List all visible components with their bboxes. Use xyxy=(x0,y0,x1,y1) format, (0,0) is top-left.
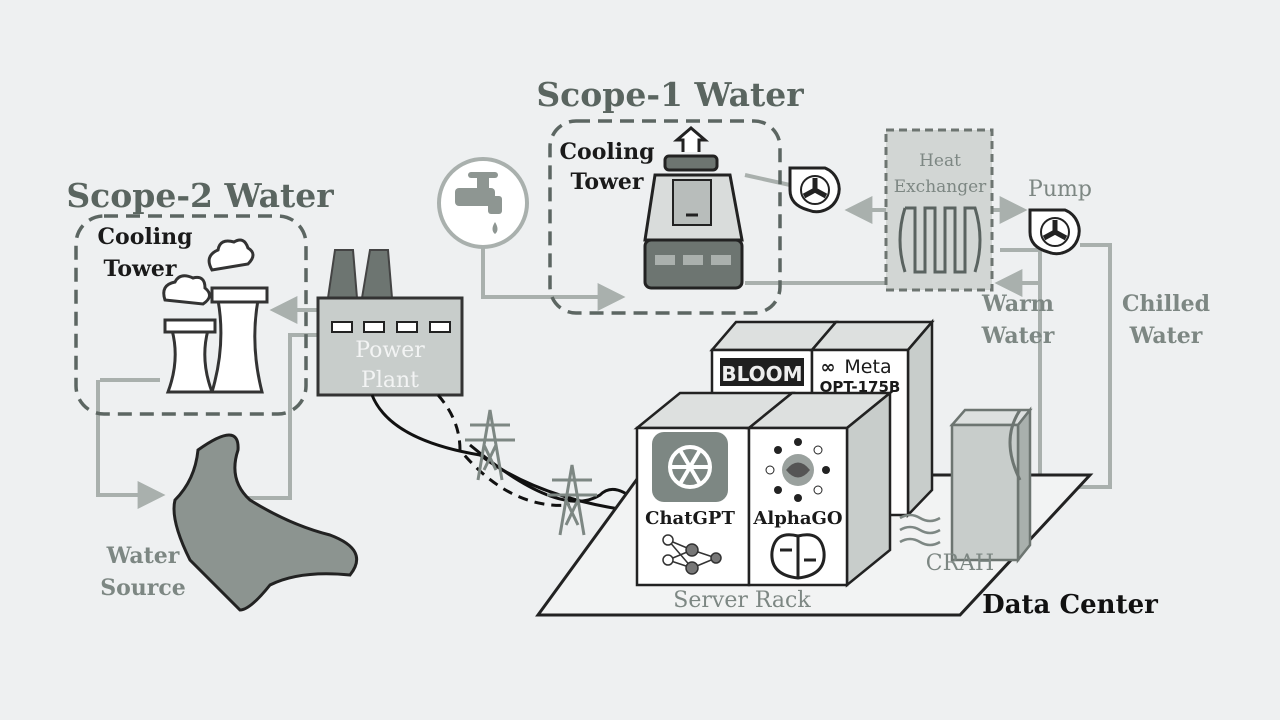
rack-alphago: AlphaGO xyxy=(745,390,894,588)
water-source-lake xyxy=(172,433,359,612)
chatgpt-label: ChatGPT xyxy=(645,508,735,529)
pump-label: Pump xyxy=(1028,177,1092,202)
server-rack-label: Server Rack xyxy=(673,588,811,613)
scope1-cooling-tower-icon xyxy=(643,126,744,290)
data-center-label: Data Center xyxy=(982,590,1158,620)
faucet-icon xyxy=(437,157,529,249)
heat-exchanger-label-1: Heat xyxy=(919,151,961,171)
brain-icon xyxy=(770,533,826,580)
scope1-tower-label-2: Tower xyxy=(570,169,643,195)
openai-logo-icon xyxy=(668,445,712,489)
bloom-logo: BLOOM xyxy=(721,362,802,386)
scope1-boundary xyxy=(548,119,782,315)
alphago-logo-icon xyxy=(765,438,830,502)
water-source-label-2: Source xyxy=(100,575,186,601)
transmission-tower-icon xyxy=(465,409,597,536)
scope2-tower-label-1: Cooling xyxy=(98,224,193,250)
scope2-cooling-tower-icon xyxy=(162,238,269,394)
neural-network-icon xyxy=(662,534,722,575)
warm-water-label-1: Warm xyxy=(981,291,1054,317)
scope2-boundary xyxy=(74,214,308,416)
pump-icon xyxy=(1028,208,1081,256)
heat-exchanger-coil xyxy=(898,206,982,274)
scope1-title: Scope-1 Water xyxy=(536,75,804,114)
scope1-tower-label-1: Cooling xyxy=(560,139,655,165)
rack-chatgpt: ChatGPT xyxy=(633,391,796,587)
chilled-water-label-2: Water xyxy=(1129,323,1203,349)
warm-water-label-2: Water xyxy=(981,323,1055,349)
power-lines xyxy=(370,394,642,514)
scope2-title: Scope-2 Water xyxy=(66,176,334,215)
meta-infinity-icon: ∞ xyxy=(821,357,836,378)
crah-unit xyxy=(949,406,1033,564)
airflow-icon xyxy=(899,513,941,547)
crah-label: CRAH xyxy=(926,551,994,576)
power-plant-label-1: Power xyxy=(355,338,425,363)
meta-logo: Meta xyxy=(844,356,891,378)
heat-exchanger-label-2: Exchanger xyxy=(894,177,987,197)
alphago-label: AlphaGO xyxy=(752,508,842,529)
water-source-label-1: Water xyxy=(106,543,180,569)
fan-icon xyxy=(788,166,841,214)
chilled-water-label-1: Chilled xyxy=(1122,291,1210,317)
opt-model-label: OPT-175B xyxy=(820,378,901,396)
power-plant-label-2: Plant xyxy=(361,368,419,393)
scope2-tower-label-2: Tower xyxy=(103,256,176,282)
power-plant-icon xyxy=(316,249,464,397)
